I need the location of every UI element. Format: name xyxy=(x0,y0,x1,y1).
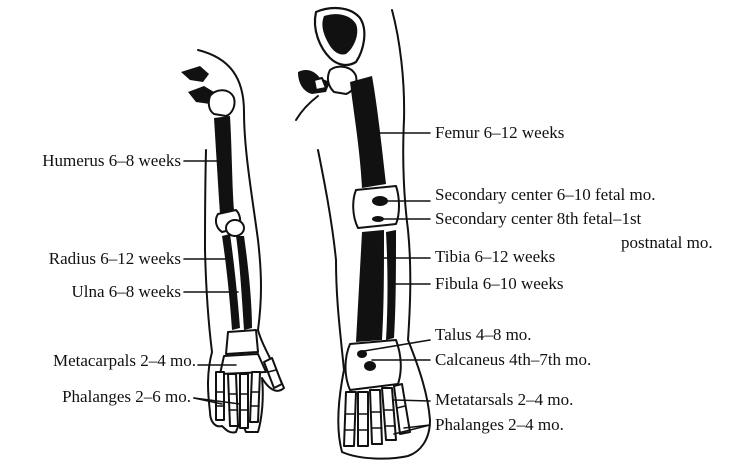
toe-5 xyxy=(394,384,410,434)
secondary-center-tibia-label-cont: postnatal mo. xyxy=(621,233,713,253)
arm-figure xyxy=(181,50,284,433)
secondary-center-tibia-label: Secondary center 8th fetal–1st xyxy=(435,209,641,229)
humerus-label: Humerus 6–8 weeks xyxy=(42,151,181,171)
pelvis-edge xyxy=(296,96,318,120)
fibula-label: Fibula 6–10 weeks xyxy=(435,274,563,294)
foot-phalanges-label: Phalanges 2–4 mo. xyxy=(435,415,564,435)
toe-3 xyxy=(370,390,382,444)
finger-3 xyxy=(240,374,248,428)
hand-phalanges-label: Phalanges 2–6 mo. xyxy=(62,387,191,407)
toe-4 xyxy=(382,388,396,440)
scapula xyxy=(181,66,209,82)
talus-label: Talus 4–8 mo. xyxy=(435,325,532,345)
fibula-shaft xyxy=(386,230,396,340)
leg-figure xyxy=(296,8,430,459)
ulna-label: Ulna 6–8 weeks xyxy=(71,282,181,302)
tibia-shaft xyxy=(356,230,384,342)
finger-4 xyxy=(250,372,260,422)
femur-label: Femur 6–12 weeks xyxy=(435,123,564,143)
finger-1 xyxy=(216,372,224,420)
metacarpals-label: Metacarpals 2–4 mo. xyxy=(53,351,196,371)
finger-2 xyxy=(228,374,238,426)
radius-label: Radius 6–12 weeks xyxy=(49,249,181,269)
humeral-head xyxy=(209,90,235,116)
radius-shaft xyxy=(222,234,240,330)
humerus-shaft xyxy=(214,116,234,214)
metatarsals-label: Metatarsals 2–4 mo. xyxy=(435,390,573,410)
toe-2 xyxy=(358,392,368,446)
calcaneus-center xyxy=(364,361,376,371)
secondary-center-femur-label: Secondary center 6–10 fetal mo. xyxy=(435,185,655,205)
femur-shaft xyxy=(350,76,386,188)
tibia-label: Tibia 6–12 weeks xyxy=(435,247,555,267)
toe-1 xyxy=(344,392,356,446)
carpals xyxy=(226,330,258,354)
calcaneus-label: Calcaneus 4th–7th mo. xyxy=(435,350,591,370)
elbow-epiphysis xyxy=(226,220,244,236)
